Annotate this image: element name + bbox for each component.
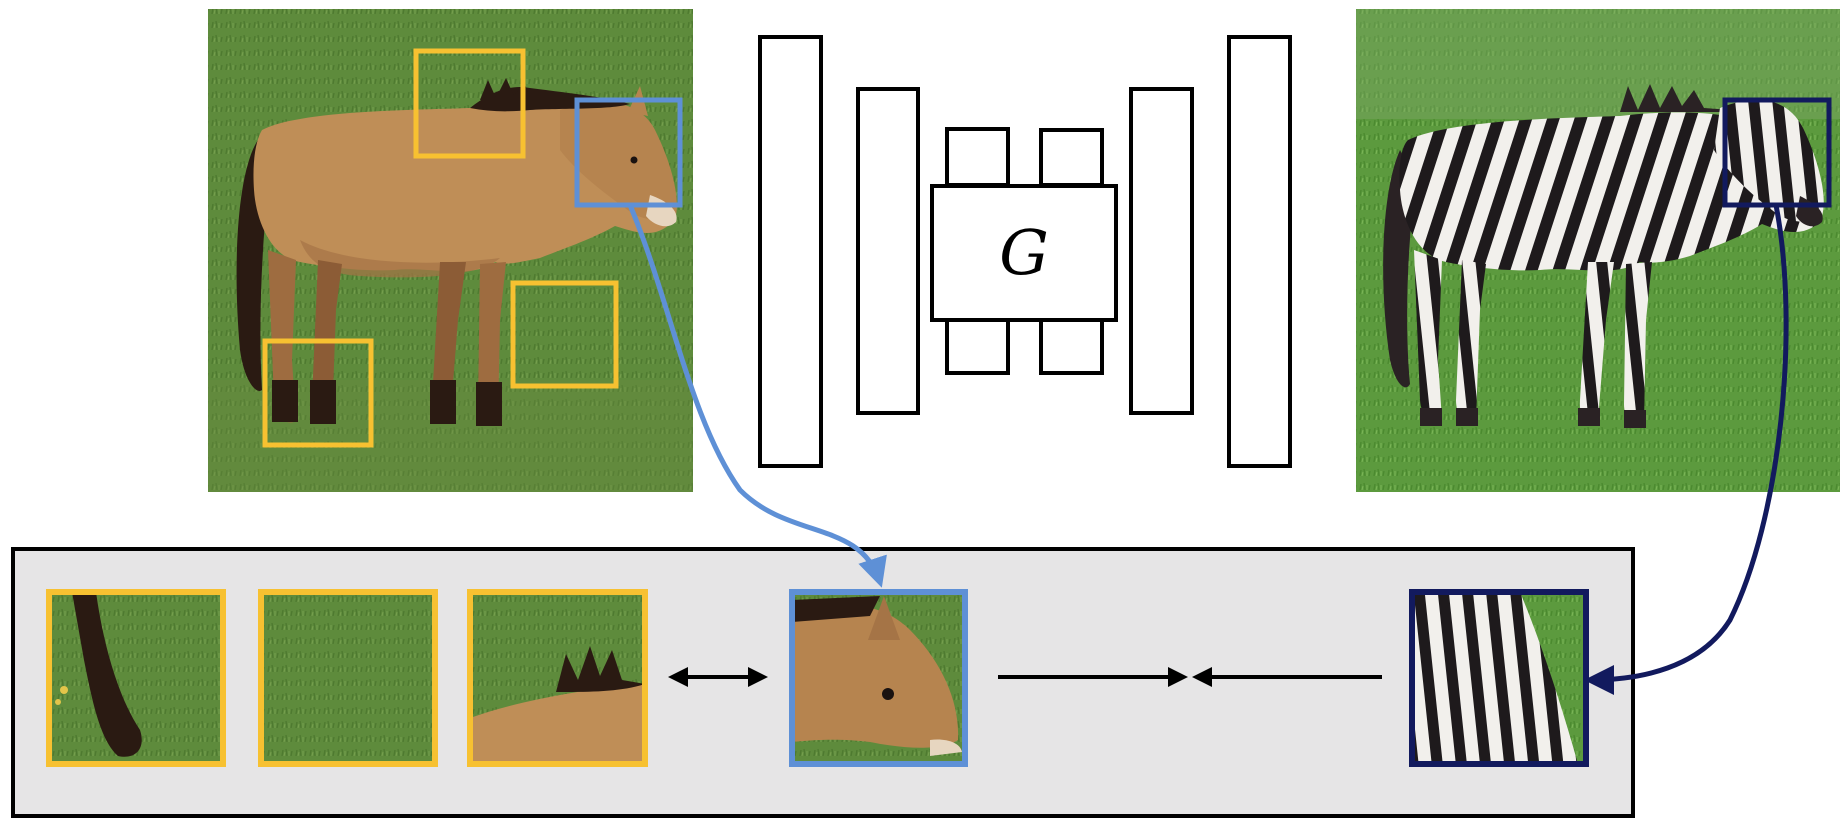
- encoder-layer-3-bottom: [945, 316, 1010, 375]
- encoder-layer-2: [856, 87, 920, 415]
- decoder-layer-2: [1129, 87, 1194, 415]
- generator-core-box: [930, 184, 1118, 322]
- negative-patch-box-grass: [510, 280, 619, 389]
- decoder-layer-3-bottom: [1039, 316, 1104, 375]
- decoder-layer-1: [1227, 35, 1292, 468]
- query-patch-connector-arrow: [627, 204, 887, 588]
- query-patch-box-head: [574, 97, 683, 208]
- output-patch-connector-arrow: [1584, 204, 1789, 695]
- encoder-layer-1: [758, 35, 823, 468]
- negative-patch-leg: [46, 589, 226, 767]
- generator-network: [758, 35, 1292, 468]
- negative-patch-grass: [258, 589, 438, 767]
- query-patch-horse-head: [789, 589, 968, 767]
- encoder-layer-3-top: [945, 127, 1010, 187]
- negative-patch-back: [467, 589, 648, 767]
- negative-patch-box-back: [413, 48, 526, 159]
- output-zebra-image: [1356, 9, 1840, 492]
- input-horse-image: [208, 9, 693, 492]
- output-patch-zebra-head: [1409, 589, 1589, 767]
- decoder-layer-3-top: [1039, 128, 1104, 187]
- negative-patch-box-leg: [262, 338, 374, 448]
- generator-label: G: [999, 216, 1049, 289]
